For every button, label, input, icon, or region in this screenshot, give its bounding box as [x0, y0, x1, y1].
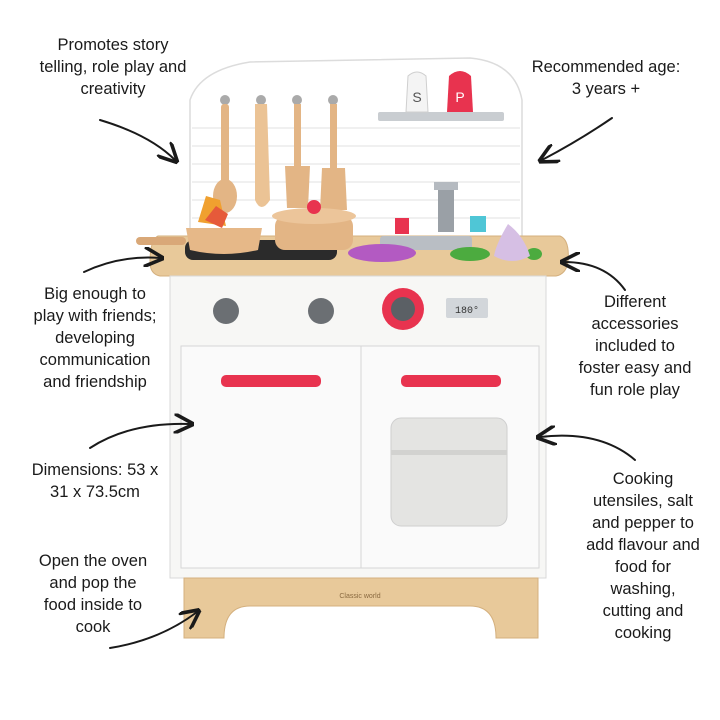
cucumber-slice [450, 247, 490, 261]
arrow-story [99, 119, 175, 160]
callout-story: Promotes story telling, role play and cr… [39, 36, 187, 98]
oven-display-readout: 180° [455, 305, 479, 317]
callout-accessories: Different accessories included to foster… [578, 293, 692, 399]
cabinet-body: 180° [169, 275, 547, 579]
callout-dimensions: Dimensions: 53 x 31 x 73.5cm [31, 461, 159, 501]
shelf [378, 112, 504, 121]
arrow-oven [109, 612, 197, 649]
callout-oven: Open the oven and pop the food inside to… [38, 552, 148, 636]
onion [494, 224, 530, 261]
callout-utensils: Cooking utensiles, salt and pepper to ad… [586, 470, 700, 642]
brand-logo: Classic world [339, 593, 380, 600]
eggplant-slice [348, 244, 416, 262]
arrow-accessories [564, 262, 626, 291]
callout-age: Recommended age: 3 years + [531, 58, 681, 98]
pepper-shaker: P [447, 71, 473, 112]
salt-shaker: S [405, 71, 429, 113]
arrow-friends [83, 258, 160, 273]
cooking-pot [272, 200, 356, 250]
hanging-utensils [213, 95, 347, 213]
callout-friends: Big enough to play with friends; develop… [33, 285, 157, 391]
arrow-utensils [540, 436, 636, 461]
arrow-age [542, 117, 613, 160]
frying-pan [136, 196, 262, 254]
pepper-label: P [455, 89, 464, 105]
salt-label: S [412, 89, 421, 105]
wooden-base: Classic world [183, 577, 539, 639]
arrow-dimensions [89, 424, 190, 449]
faucet [434, 182, 458, 232]
